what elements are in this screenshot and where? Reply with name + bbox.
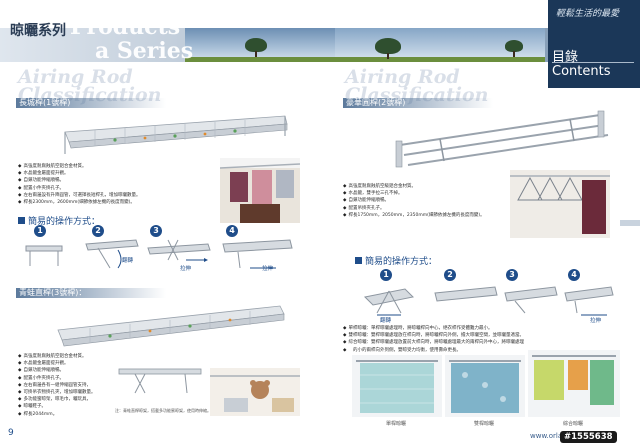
- grass-strip: [185, 57, 335, 62]
- feature-item: 高強度耐腐蝕航空級鋁合金材質。: [343, 183, 485, 190]
- feature-item: 水晶鍍金屬面提升觀。: [18, 170, 140, 177]
- section-title-long-rod: 長城桿(1號桿): [19, 98, 71, 107]
- series-title-en-line2: a Series: [95, 38, 194, 64]
- feature-item: 高強度耐腐蝕航空鋁合金材質。: [18, 163, 140, 170]
- operation-title: 簡易的操作方式：: [365, 257, 438, 267]
- feature-item: 可掛吊衣物掛孔夾，增加晾曬數量。: [18, 389, 95, 396]
- series-title-en-line1: Products: [70, 14, 181, 40]
- airing-note-item: 雙桿晾曬：雙桿晾曬處理放在桿向時，將晾曬桿向外側，擔大晾曬空間，並晾曬量適當。: [343, 332, 524, 339]
- feature-item: 配置小件夾掛孔子。: [18, 375, 95, 382]
- tree-icon: [375, 38, 401, 54]
- contents-divider: [552, 62, 634, 63]
- contents-slogan: 輕鬆生活的最愛: [556, 9, 620, 19]
- feature-item: 多功能蜜晾架，晾毛巾，曬玩具，: [18, 396, 95, 403]
- feature-item: 左右兩邊各有一組伸縮圓管支持，: [18, 382, 95, 389]
- feature-item: 配置吊掛夾孔子。: [343, 205, 485, 212]
- tag-rotate: 翻轉: [122, 258, 134, 264]
- airing-modes-notes: 單桿晾曬：單桿晾曬處理時，將晾曬桿向中心，絕衣桿作受體難力最小。 雙桿晾曬：雙桿…: [343, 325, 524, 354]
- feature-item: 桿長2044mm。: [18, 411, 95, 418]
- frog-rod-product-image: [57, 305, 285, 347]
- series-title-cn: 晾曬系列: [10, 23, 66, 39]
- watermark-airing-rod-left: Airing Rod: [18, 66, 133, 88]
- tree-trunk: [513, 51, 515, 57]
- operation-steps-diagram-right: [363, 286, 614, 316]
- feature-item: 桿長1750mm，2050mm，2350mm(細節依據左機的長度而變)。: [343, 212, 484, 219]
- header-landscape-right: [335, 28, 545, 62]
- step-badge-1: 1: [34, 225, 46, 237]
- feature-item: 桿長2300mm，2600mm(細節依據左機的長度而變)。: [18, 199, 140, 206]
- airing-note-item: 單桿晾曬：單桿晾曬處理時，將晾曬桿向中心，絕衣桿作受體難力最小。: [343, 325, 524, 332]
- section-bar-frog-rod: 青蛙直桿(3號桿)：: [16, 288, 166, 298]
- step-badge-2: 2: [92, 225, 104, 237]
- caption-single-rod: 單桿晾曬: [386, 421, 407, 427]
- feature-item: 自鎖功能伸縮順暢。: [18, 367, 95, 374]
- caption-combined: 綜合晾曬: [563, 421, 584, 427]
- tag-rotate-right: 翻轉: [380, 318, 392, 324]
- website-url[interactable]: www.orlant: [530, 432, 570, 440]
- square-icon: [18, 217, 25, 224]
- tree-trunk: [387, 53, 389, 59]
- airing-note-item: 綜合晾曬：雙桿晾曬處理放置前大桿向時，將晾曬處理最大的兩桿向外中心，將晾曬處理: [343, 339, 524, 346]
- tag-pull: 拉伸: [180, 266, 192, 272]
- square-icon: [355, 257, 362, 264]
- step-badge-3: 3: [506, 269, 518, 281]
- frog-rod-rack-image: [118, 368, 202, 394]
- page-number: 9: [8, 428, 14, 438]
- operation-heading-left: 簡易的操作方式：: [18, 210, 100, 229]
- section-bar-long-rod: 長城桿(1號桿): [16, 98, 166, 108]
- step-badge-4: 4: [226, 225, 238, 237]
- tag-pull-right: 拉伸: [590, 318, 602, 324]
- long-rod-clothes-photo: [220, 158, 300, 223]
- frog-rod-features: 高強度耐腐蝕航空鋁合金材質。 水晶鍍金屬面提升觀。 自鎖功能伸縮順暢。 配置小件…: [18, 353, 95, 418]
- single-rod-airing-photo: [352, 355, 442, 417]
- operation-heading-right: 簡易的操作方式：: [355, 250, 437, 269]
- operation-title: 簡易的操作方式：: [28, 217, 101, 227]
- long-rod-product-image: [64, 115, 288, 154]
- luxury-rod-hangers-photo: [510, 170, 610, 238]
- tree-icon: [245, 38, 267, 52]
- header-landscape-left: [185, 28, 335, 62]
- combined-airing-photo: [528, 350, 620, 417]
- grass-strip: [335, 57, 545, 62]
- feature-item: 配置小件夾掛孔子。: [18, 185, 140, 192]
- section-title-luxury-rod: 豪華圓桿(2號桿): [346, 98, 406, 107]
- tag-pull-2: 拉伸: [262, 266, 274, 272]
- step-badge-3: 3: [150, 225, 162, 237]
- feature-item: 高強度耐腐蝕航空鋁合金材質。: [18, 353, 95, 360]
- contents-panel: [548, 0, 640, 88]
- long-rod-features: 高強度耐腐蝕航空鋁合金材質。 水晶鍍金屬面提升觀。 自鎖功能伸縮順暢。 配置小件…: [18, 163, 140, 206]
- edge-tab: [620, 220, 640, 226]
- feature-item: 左右兩邊設有升降圓管，可選擇長短桿孔，增加晾曬數量。: [18, 192, 140, 199]
- step-badge-2: 2: [444, 269, 456, 281]
- feature-item: 水晶鍍金屬面提升觀。: [18, 360, 95, 367]
- feature-item: 晾曬鞋子。: [18, 403, 95, 410]
- section-title-frog-rod: 青蛙直桿(3號桿)：: [19, 288, 87, 297]
- luxury-rod-features: 高強度耐腐蝕航空級鋁合金材質。 水晶鍍，雙手拉三孔不掉。 自鎖功能伸縮順暢。 配…: [343, 183, 485, 219]
- watermark-airing-rod-right: Airing Rod: [345, 66, 460, 88]
- stock-id-badge: #1555638: [560, 431, 617, 443]
- tree-trunk: [255, 51, 257, 57]
- contents-title-en[interactable]: Contents: [552, 64, 611, 79]
- tree-icon: [505, 40, 523, 52]
- feature-item: 自鎖功能伸縮順暢。: [343, 197, 485, 204]
- step-badge-4: 4: [568, 269, 580, 281]
- luxury-rod-product-image: [395, 110, 609, 168]
- step-badge-1: 1: [380, 269, 392, 281]
- frog-rod-toys-photo: [210, 368, 300, 416]
- contents-title-cn[interactable]: 目錄: [552, 50, 579, 65]
- feature-item: 水晶鍍，雙手拉三孔不掉。: [343, 190, 485, 197]
- frog-rod-note: 注：青蛙直桿晾架，搭載多功能蜜晾架，使用時伸縮。: [115, 408, 211, 413]
- double-rod-airing-photo: [445, 355, 525, 417]
- caption-double-rod: 雙桿晾曬: [474, 421, 495, 427]
- section-bar-luxury-rod: 豪華圓桿(2號桿): [343, 98, 493, 108]
- feature-item: 自鎖功能伸縮順暢。: [18, 177, 140, 184]
- airing-note-item-cont: 的小的兩桿向外到側，雙晾受力均衡，使用壽命更長。: [343, 347, 524, 354]
- operation-steps-diagram-left: [25, 239, 293, 269]
